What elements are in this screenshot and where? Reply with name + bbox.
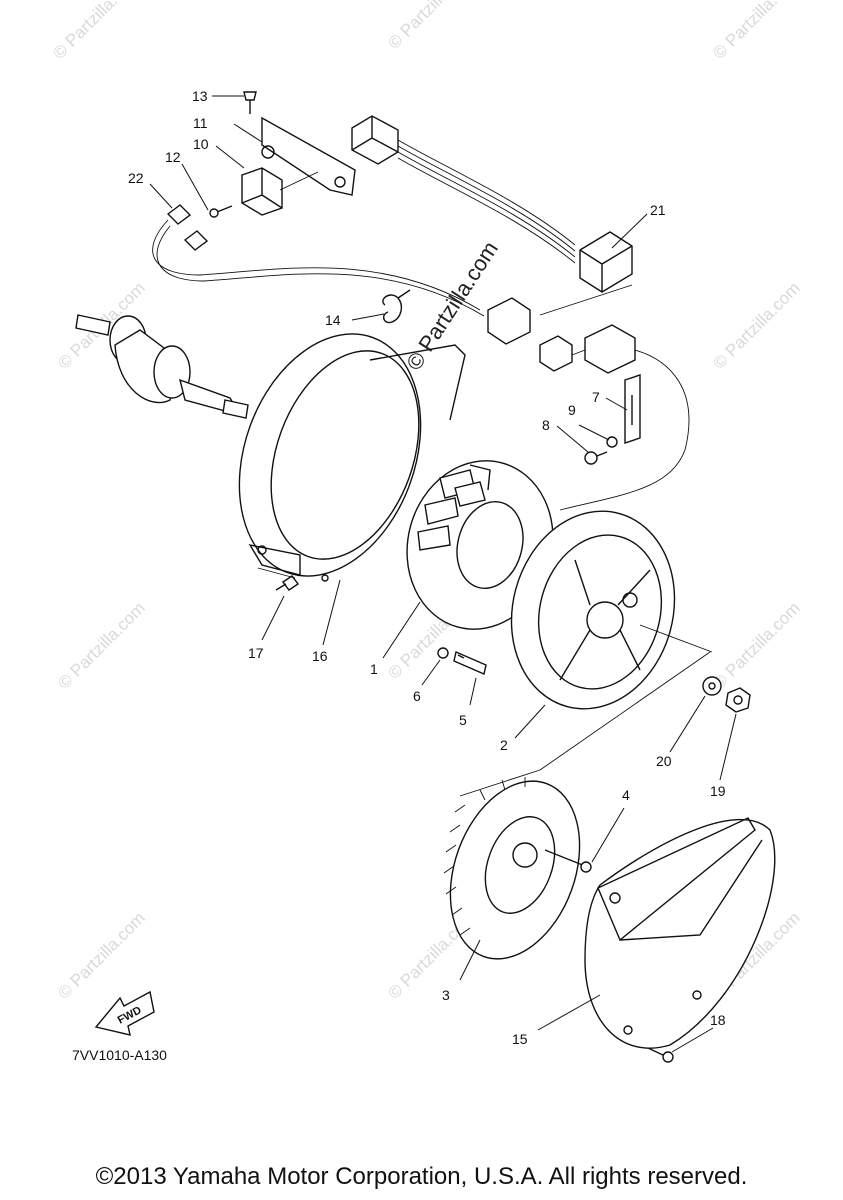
recoil-cover-15[interactable]: [584, 817, 776, 1049]
washer-20[interactable]: [702, 676, 722, 696]
callout-7[interactable]: 7: [592, 389, 600, 405]
callout-13[interactable]: 13: [192, 88, 208, 104]
callout-19[interactable]: 19: [710, 783, 726, 799]
connector-group[interactable]: [539, 324, 690, 511]
watermark-text: © Partzilla.com: [709, 598, 803, 692]
callout-12[interactable]: 12: [165, 149, 181, 165]
callout-14[interactable]: 14: [325, 312, 341, 328]
callout-15[interactable]: 15: [512, 1031, 528, 1047]
washer-6[interactable]: [437, 647, 449, 659]
callout-22[interactable]: 22: [128, 170, 144, 186]
washer-9[interactable]: [606, 436, 618, 448]
screw-13[interactable]: [243, 91, 257, 114]
callout-17[interactable]: 17: [248, 645, 264, 661]
callout-6[interactable]: 6: [413, 688, 421, 704]
callout-16[interactable]: 16: [312, 648, 328, 664]
watermark-text: © Partzilla.com: [54, 908, 148, 1002]
watermark-text: © Partzilla.com: [54, 598, 148, 692]
watermark-text: © Partzilla.com: [709, 278, 803, 372]
callout-21[interactable]: 21: [650, 202, 666, 218]
wire-harness-21[interactable]: [351, 115, 633, 316]
callout-2[interactable]: 2: [500, 737, 508, 753]
bracket-11[interactable]: [261, 116, 356, 196]
callout-18[interactable]: 18: [710, 1012, 726, 1028]
callout-3[interactable]: 3: [442, 987, 450, 1003]
sensor-plate-7[interactable]: [624, 374, 641, 444]
callout-4[interactable]: 4: [622, 787, 630, 803]
callout-5[interactable]: 5: [459, 712, 467, 728]
connector-10[interactable]: [241, 167, 319, 216]
callout-20[interactable]: 20: [656, 753, 672, 769]
callout-11[interactable]: 11: [193, 115, 208, 131]
copyright-notice: ©2013 Yamaha Motor Corporation, U.S.A. A…: [95, 1163, 748, 1190]
screw-8[interactable]: [584, 451, 608, 465]
watermark-main-text: © Partzilla.com: [401, 237, 503, 375]
rotor-flywheel-2[interactable]: [490, 493, 696, 728]
clamp-14[interactable]: [382, 289, 411, 324]
exploded-parts-diagram: © Partzilla.com © Partzilla.com © Partzi…: [49, 0, 803, 1063]
callout-8[interactable]: 8: [542, 417, 550, 433]
callout-1[interactable]: 1: [370, 661, 378, 677]
leader-lines: [149, 95, 737, 1053]
screw-12[interactable]: [209, 205, 233, 218]
shroud-cover-16[interactable]: [207, 308, 466, 601]
diagram-code: 7VV1010-A130: [72, 1047, 167, 1063]
fwd-arrow-icon: FWD: [94, 990, 155, 1036]
watermark-text: © Partzilla.com: [49, 0, 143, 63]
assembly-lines: [257, 567, 713, 797]
callout-9[interactable]: 9: [568, 402, 576, 418]
bolt-4[interactable]: [544, 849, 592, 873]
bolt-17[interactable]: [275, 575, 300, 591]
wire-lead-22[interactable]: [152, 204, 531, 345]
watermark-text: © Partzilla.com: [709, 0, 803, 63]
callout-labels: 13 11 10 12 22 21 14 7 9 8 17 16 1 6 5 2…: [128, 88, 726, 1047]
watermark-text: © Partzilla.com: [384, 0, 478, 53]
callout-10[interactable]: 10: [193, 136, 209, 152]
cooling-fan-3[interactable]: [427, 763, 603, 977]
nut-19[interactable]: [725, 687, 751, 713]
bolt-5[interactable]: [453, 651, 487, 675]
crankshaft: [75, 314, 249, 419]
bolt-18[interactable]: [647, 1047, 674, 1063]
